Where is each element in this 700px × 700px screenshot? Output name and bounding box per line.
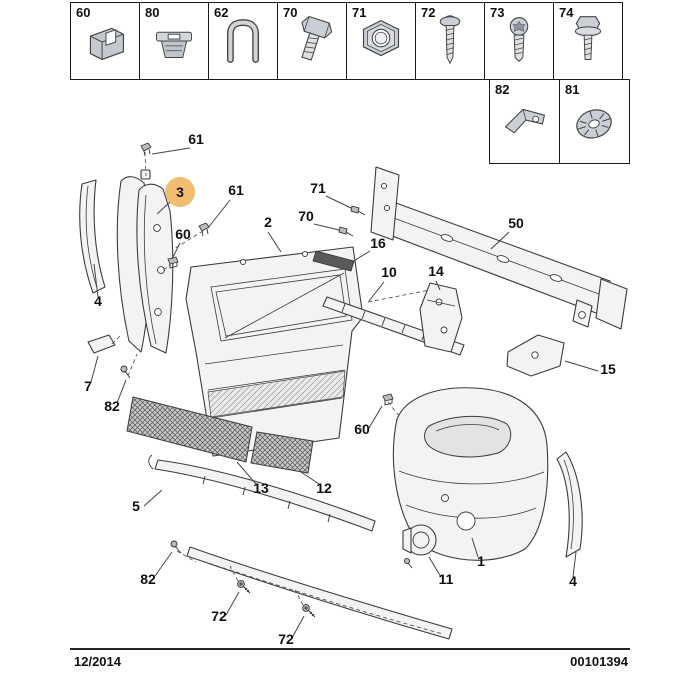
- part-number-label: 73: [490, 5, 505, 20]
- clip-61-icon: [140, 142, 152, 157]
- highlight-part-3: [165, 177, 195, 207]
- callout-1[interactable]: 1: [477, 553, 485, 569]
- legend-cell-62[interactable]: 62: [208, 2, 278, 80]
- part-1-front-bumper[interactable]: [392, 387, 549, 561]
- footer-date: 12/2014: [74, 654, 121, 669]
- part-2-front-panel[interactable]: [185, 246, 364, 457]
- callout-10[interactable]: 10: [381, 264, 397, 280]
- callout-4[interactable]: 4: [569, 573, 577, 589]
- flange-bolt-icon: [574, 16, 602, 60]
- assembly-lines: [111, 151, 431, 606]
- star-lock-washer-icon: [576, 109, 612, 139]
- legend-cell-81[interactable]: 81: [559, 79, 630, 164]
- clip-82-icon: [170, 540, 182, 554]
- callout-3[interactable]: 3: [176, 184, 184, 200]
- part-4-right-corner-trim[interactable]: [556, 451, 583, 558]
- part-number-label: 74: [559, 5, 574, 20]
- part-number-label: 81: [565, 82, 580, 97]
- footer-doc-number: 00101394: [570, 654, 628, 669]
- callout-60[interactable]: 60: [175, 226, 191, 242]
- torx-screw-icon: [509, 17, 529, 63]
- callout-13[interactable]: 13: [253, 480, 269, 496]
- callout-71[interactable]: 71: [310, 180, 326, 196]
- part-number-label: 80: [145, 5, 160, 20]
- legend-cell-71[interactable]: 71: [346, 2, 416, 80]
- callout-72[interactable]: 72: [211, 608, 227, 624]
- hex-bolt-icon: [301, 15, 333, 61]
- part-12-lower-grille[interactable]: [250, 431, 314, 474]
- callout-50[interactable]: 50: [508, 215, 524, 231]
- part-4-left-corner-trim[interactable]: [79, 179, 106, 294]
- clip-60-icon: [382, 393, 394, 406]
- expanding-nut-icon: [156, 31, 192, 58]
- footer-divider: [70, 648, 630, 650]
- leader-lines: [90, 147, 599, 639]
- callout-12[interactable]: 12: [316, 480, 332, 496]
- legend-cell-74[interactable]: 74: [553, 2, 623, 80]
- legend-cell-82[interactable]: 82: [489, 79, 560, 164]
- self-tapping-screw-icon: [439, 15, 461, 65]
- part-15-support-bracket[interactable]: [506, 334, 565, 377]
- callout-72[interactable]: 72: [278, 631, 294, 647]
- sheet-metal-clip-icon: [89, 27, 125, 61]
- part-3-headlamp-support[interactable]: [116, 169, 174, 354]
- callout-61[interactable]: 61: [228, 182, 244, 198]
- part-number-label: 60: [76, 5, 91, 20]
- legend-cell-60[interactable]: 60: [70, 2, 140, 80]
- clip-60-icon: [167, 256, 179, 269]
- u-rod-clip-icon: [226, 19, 260, 63]
- callout-82[interactable]: 82: [140, 571, 156, 587]
- callout-15[interactable]: 15: [600, 361, 616, 377]
- part-number-label: 72: [421, 5, 436, 20]
- screw-72-icon: [237, 580, 251, 594]
- callout-61[interactable]: 61: [188, 131, 204, 147]
- fastener-legend-row1: 60 80 62 70: [70, 2, 623, 80]
- legend-cell-72[interactable]: 72: [415, 2, 485, 80]
- callout-11[interactable]: 11: [439, 571, 454, 587]
- callout-70[interactable]: 70: [298, 208, 314, 224]
- part-13-grille-mesh[interactable]: [126, 396, 253, 463]
- bolt-70-icon: [338, 226, 354, 237]
- callout-5[interactable]: 5: [132, 498, 140, 514]
- part-14-side-bracket[interactable]: [419, 282, 463, 353]
- part-number-label: 70: [283, 5, 298, 20]
- clip-61-icon: [198, 222, 210, 237]
- spring-clip-icon: [504, 108, 546, 134]
- callout-2[interactable]: 2: [264, 214, 272, 230]
- part-number-label: 71: [352, 5, 367, 20]
- callouts: 61 3 61 60 2 71 70 16 10 14 50 4 7 82 15…: [84, 131, 616, 647]
- callout-60[interactable]: 60: [354, 421, 370, 437]
- legend-cell-73[interactable]: 73: [484, 2, 554, 80]
- callout-7[interactable]: 7: [84, 378, 92, 394]
- callout-4[interactable]: 4: [94, 293, 102, 309]
- hex-nut-icon: [362, 19, 400, 57]
- callout-82[interactable]: 82: [104, 398, 120, 414]
- part-number-label: 82: [495, 82, 510, 97]
- clip-82-icon: [120, 365, 131, 379]
- callout-14[interactable]: 14: [428, 263, 444, 279]
- fastener-legend-row2: 82 81: [489, 79, 630, 164]
- bolt-71-icon: [350, 205, 366, 216]
- part-11-fog-lamp[interactable]: [402, 524, 437, 569]
- part-7-cover-cap[interactable]: [87, 334, 116, 354]
- part-number-label: 62: [214, 5, 229, 20]
- part-16-foam-pad[interactable]: [312, 250, 355, 272]
- part-5-trim-strip[interactable]: [148, 454, 453, 640]
- screw-72-icon: [302, 604, 316, 618]
- legend-cell-80[interactable]: 80: [139, 2, 209, 80]
- callout-16[interactable]: 16: [370, 235, 386, 251]
- part-50-bumper-reinforcement[interactable]: [370, 166, 628, 330]
- legend-cell-70[interactable]: 70: [277, 2, 347, 80]
